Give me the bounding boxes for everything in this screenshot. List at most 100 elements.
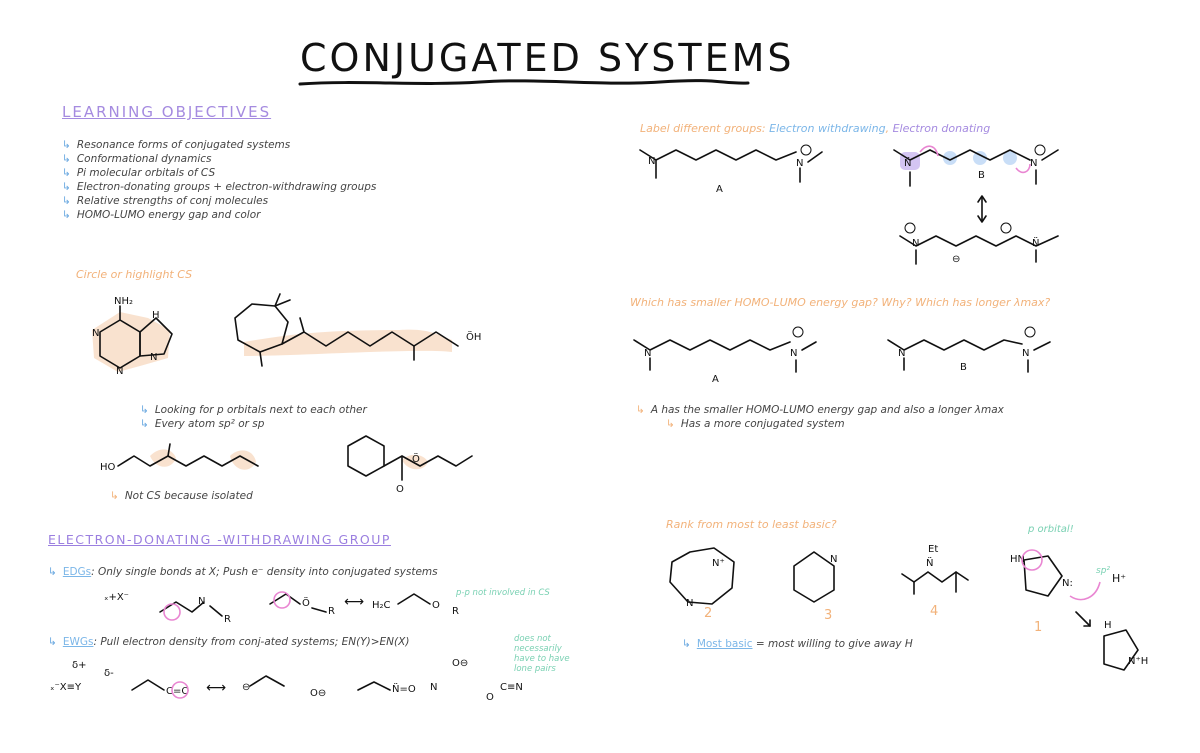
svg-text:N: N — [116, 366, 123, 377]
svg-text:HO: HO — [100, 462, 116, 473]
svg-text:N̈: N̈ — [1032, 236, 1039, 249]
svg-text:N: N — [1022, 348, 1029, 359]
svg-text:Ö: Ö — [412, 452, 420, 465]
svg-text:H₂C: H₂C — [372, 600, 391, 611]
edg-side-note: p-p not involved in CS — [456, 588, 550, 598]
svg-text:H: H — [1104, 620, 1112, 631]
arrow-icon: ↳ — [48, 566, 57, 578]
svg-text:N: N — [830, 554, 837, 565]
svg-text:R: R — [224, 614, 231, 625]
circle-note: ↳Looking for p orbitals next to each oth… — [140, 404, 367, 416]
homo-lumo-prompt: Which has smaller HOMO-LUMO energy gap? … — [630, 296, 1051, 309]
arrow-icon: ↳ — [62, 195, 71, 207]
edg-line: ↳EDGs: Only single bonds at X; Push e⁻ d… — [48, 566, 438, 578]
most-basic-note: ↳Most basic = most willing to give away … — [682, 638, 913, 650]
ewg-line: ↳EWGs: Pull electron density from conj-a… — [48, 636, 410, 648]
svg-text:N̈: N̈ — [926, 556, 933, 569]
arrow-icon: ↳ — [62, 153, 71, 165]
svg-text:N: N — [796, 158, 803, 169]
rank-number: 4 — [930, 604, 939, 619]
svg-text:O: O — [486, 692, 494, 703]
p-orbital-note: p orbital! — [1028, 524, 1074, 535]
arrow-icon: ↳ — [62, 181, 71, 193]
svg-text:⟷: ⟷ — [206, 680, 226, 696]
molecule-label-a-homo: A — [712, 374, 719, 385]
svg-text:⟷: ⟷ — [344, 594, 364, 610]
circle-prompt: Circle or highlight CS — [76, 268, 193, 281]
svg-text:⊖: ⊖ — [242, 682, 250, 693]
rank-prompt: Rank from most to least basic? — [666, 518, 837, 531]
svg-text:N: N — [790, 348, 797, 359]
objective-item: ↳Conformational dynamics — [62, 153, 212, 165]
svg-text:N: N — [92, 328, 99, 339]
molecule-label-b: B — [978, 170, 985, 181]
arrow-icon: ↳ — [110, 490, 119, 502]
svg-text:ÖH: ÖH — [466, 330, 481, 343]
svg-text:N: N — [686, 598, 693, 609]
molecule-label-a: A — [716, 184, 723, 195]
svg-text:O⊖: O⊖ — [310, 688, 326, 699]
label-prompt: Label different groups: Electron withdra… — [640, 122, 991, 135]
arrow-icon: ↳ — [140, 418, 149, 430]
svg-text:H: H — [152, 310, 160, 321]
objective-item: ↳Relative strengths of conj molecules — [62, 195, 269, 207]
objective-item: ↳Resonance forms of conjugated systems — [62, 139, 291, 151]
arrow-icon: ↳ — [666, 418, 675, 430]
svg-text:ₓ+X⁻: ₓ+X⁻ — [104, 592, 129, 603]
arrow-icon: ↳ — [62, 167, 71, 179]
svg-text:C≡N: C≡N — [500, 682, 523, 693]
svg-text:δ+: δ+ — [72, 660, 87, 671]
rank-number: 2 — [704, 606, 713, 621]
svg-text:R: R — [328, 606, 335, 617]
arrow-icon: ↳ — [140, 404, 149, 416]
svg-text:HN: HN — [1010, 554, 1025, 565]
svg-text:δ-: δ- — [104, 668, 114, 679]
svg-text:NH₂: NH₂ — [114, 296, 133, 307]
svg-text:N⁺: N⁺ — [712, 558, 725, 569]
svg-text:N: N — [198, 596, 205, 607]
objective-item: ↳Pi molecular orbitals of CS — [62, 167, 216, 179]
svg-text:N: N — [644, 348, 651, 359]
objective-item: ↳HOMO-LUMO energy gap and color — [62, 209, 261, 221]
rank-number: 1 — [1034, 620, 1043, 635]
learning-objectives-heading: LEARNING OBJECTIVES — [62, 103, 272, 121]
circle-note: ↳Every atom sp² or sp — [140, 418, 265, 430]
sp2-note: sp² — [1096, 566, 1111, 576]
svg-text:⊖: ⊖ — [952, 254, 960, 265]
edg-ewg-heading: ELECTRON-DONATING -WITHDRAWING GROUP — [48, 532, 391, 547]
svg-text:O⊖: O⊖ — [452, 658, 468, 669]
svg-text:Ö: Ö — [302, 596, 310, 609]
arrow-icon: ↳ — [62, 209, 71, 221]
svg-text:O: O — [432, 600, 440, 611]
page-title: CONJUGATED SYSTEMS — [300, 36, 795, 80]
svg-text:N⁺H: N⁺H — [1128, 656, 1148, 667]
svg-text:N̈: N̈ — [904, 156, 911, 169]
not-cs-note: ↳Not CS because isolated — [110, 490, 253, 502]
homo-answer-1: ↳A has the smaller HOMO-LUMO energy gap … — [636, 404, 1004, 416]
homo-answer-2: ↳Has a more conjugated system — [666, 418, 845, 430]
arrow-icon: ↳ — [48, 636, 57, 648]
svg-text:C=O: C=O — [166, 686, 189, 697]
arrow-icon: ↳ — [682, 638, 691, 650]
hplus-label: H⁺ — [1112, 572, 1127, 585]
svg-text:ₓ⁻X≡Y: ₓ⁻X≡Y — [50, 682, 82, 693]
svg-text:N:: N: — [1062, 578, 1073, 589]
svg-text:N: N — [648, 156, 655, 167]
svg-text:N: N — [912, 238, 919, 249]
arrow-icon: ↳ — [636, 404, 645, 416]
svg-text:R: R — [452, 606, 459, 617]
svg-text:N: N — [430, 682, 437, 693]
svg-text:N̈=O: N̈=O — [392, 682, 416, 695]
svg-text:Et: Et — [928, 544, 938, 555]
objective-item: ↳Electron-donating groups + electron-wit… — [62, 181, 377, 193]
svg-text:O: O — [396, 484, 404, 495]
rank-number: 3 — [824, 608, 833, 623]
svg-text:N: N — [150, 352, 157, 363]
svg-text:N: N — [1030, 158, 1037, 169]
